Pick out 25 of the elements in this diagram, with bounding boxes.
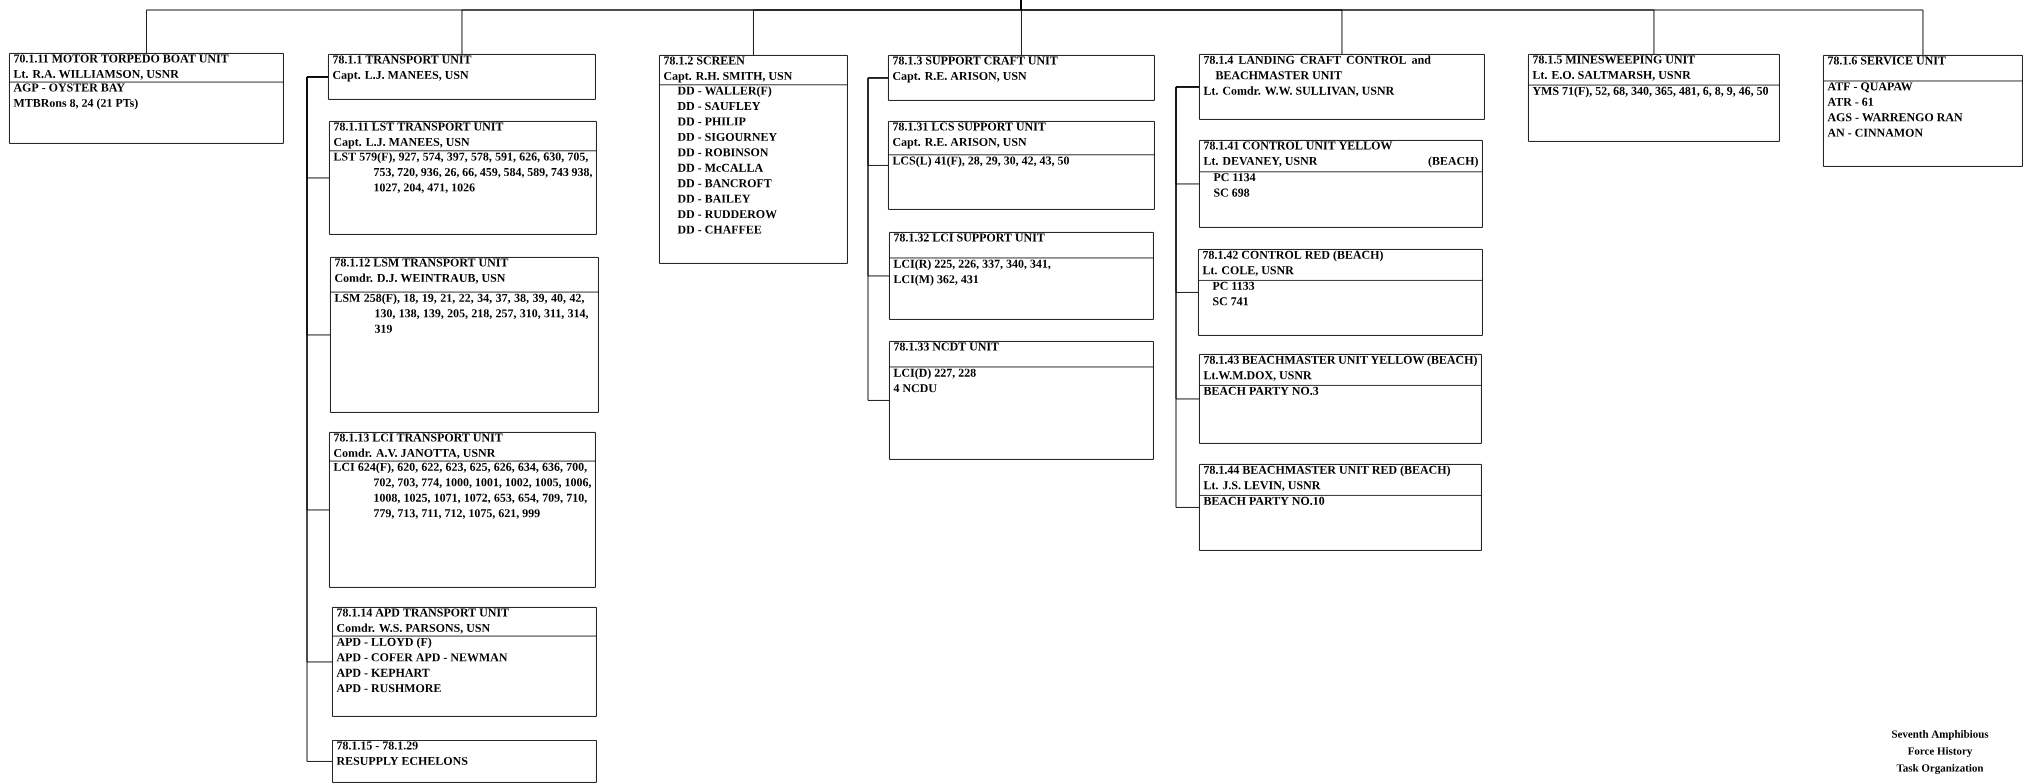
unit-box: 78.1.41 CONTROL UNIT YELLOW Lt. DEVANEY, USNR (BEACH) PC 1134 SC 698: [1199, 140, 1483, 228]
unit-box: 78.1.32 LCI SUPPORT UNIT LCI(R) 225, 226, 337, 340, 341, LCI(M) 362, 431: [889, 232, 1154, 320]
connector-line: [1175, 86, 1200, 508]
unit-box: 78.1.5 MINESWEEPING UNIT Lt. E.O. SALTMARSH, USNR YMS 71(F), 52, 68, 340, 365, 481, 6, 8, 9, 46, 50: [1528, 54, 1780, 142]
unit-box: 78.1.14 APD TRANSPORT UNIT Comdr. W.S. PARSONS, USN APD - LLOYD (F) APD - COFER APD - NEWMAN APD - KEPHART APD - RUSHMORE: [332, 607, 597, 717]
unit-box: 78.1.11 LST TRANSPORT UNIT Capt. L.J. MANEES, USN LST 579(F), 927, 574, 397, 578, 591, 626, 630, 705, 753, 720, 936, 26, 66, 459, 584, 589, 743 938, 1027, 204, 471, 1026: [329, 121, 597, 235]
unit-box: 78.1.15 - 78.1.29 RESUPPLY ECHELONS: [332, 740, 597, 783]
unit-box: 78.1.1 TRANSPORT UNIT Capt. L.J. MANEES, USN: [328, 54, 596, 100]
unit-box: 78.1.6 SERVICE UNIT ATF - QUAPAW ATR - 61 AGS - WARRENGO RAN AN - CINNAMON: [1823, 55, 2023, 167]
footer-text: Task Organization: [1896, 764, 1984, 774]
unit-box: 78.1.12 LSM TRANSPORT UNIT Comdr. D.J. WEINTRAUB, USN LSM 258(F), 18, 19, 21, 22, 34, 37, 38, 39, 40, 42, 130, 138, 139, 205, 218, 257, 310, 311, 314, 319: [330, 257, 599, 413]
unit-box: 78.1.31 LCS SUPPORT UNIT Capt. R.E. ARISON, USN LCS(L) 41(F), 28, 29, 30, 42, 43, 50: [888, 121, 1155, 210]
unit-box: 78.1.43 BEACHMASTER UNIT YELLOW (BEACH) Lt.W.M.DOX, USNR BEACH PARTY NO.3: [1199, 354, 1482, 444]
connector-line: [867, 77, 890, 401]
unit-box: 78.1.3 SUPPORT CRAFT UNIT Capt. R.E. ARISON, USN: [888, 55, 1155, 101]
unit-box: 78.1.2 SCREEN Capt. R.H. SMITH, USN DD - WALLER(F) DD - SAUFLEY DD - PHILIP DD - SIGOURNEY DD - ROBINSON DD - McCALLA DD - BANCROFT DD - BAILEY DD - RUDDEROW DD - CHAFFEE: [659, 55, 848, 264]
unit-box: 78.1.44 BEACHMASTER UNIT RED (BEACH) Lt. J.S. LEVIN, USNR BEACH PARTY NO.10: [1199, 464, 1482, 551]
footer-text: Force History: [1907, 747, 1973, 757]
unit-box: 78.1.42 CONTROL RED (BEACH) Lt. COLE, USNR PC 1133 SC 741: [1198, 249, 1483, 336]
unit-box: 78.1.33 NCDT UNIT LCI(D) 227, 228 4 NCDU: [889, 341, 1154, 460]
connector-line: [1020, 0, 1924, 56]
unit-box: 78.1.13 LCI TRANSPORT UNIT Comdr. A.V. JANOTTA, USNR LCI 624(F), 620, 622, 623, 625, 626, 634, 636, 700, 702, 703, 774, 1000, 1001, 1002, 1005, 1006, 1008, 1025, 1071, 1072, 653, 654, 709, 710, 779, 713, 711, 712, 1075, 621, 999: [329, 432, 596, 588]
unit-box: 70.1.11 MOTOR TORPEDO BOAT UNIT Lt. R.A. WILLIAMSON, USNR AGP - OYSTER BAY MTBRons 8, 24 (21 PTs): [9, 53, 284, 144]
footer-text: Seventh Amphibious: [1892, 730, 1989, 740]
unit-box: 78.1.4 LANDING CRAFT CONTROL and BEACHMASTER UNIT Lt. Comdr. W.W. SULLIVAN, USNR: [1199, 54, 1485, 120]
